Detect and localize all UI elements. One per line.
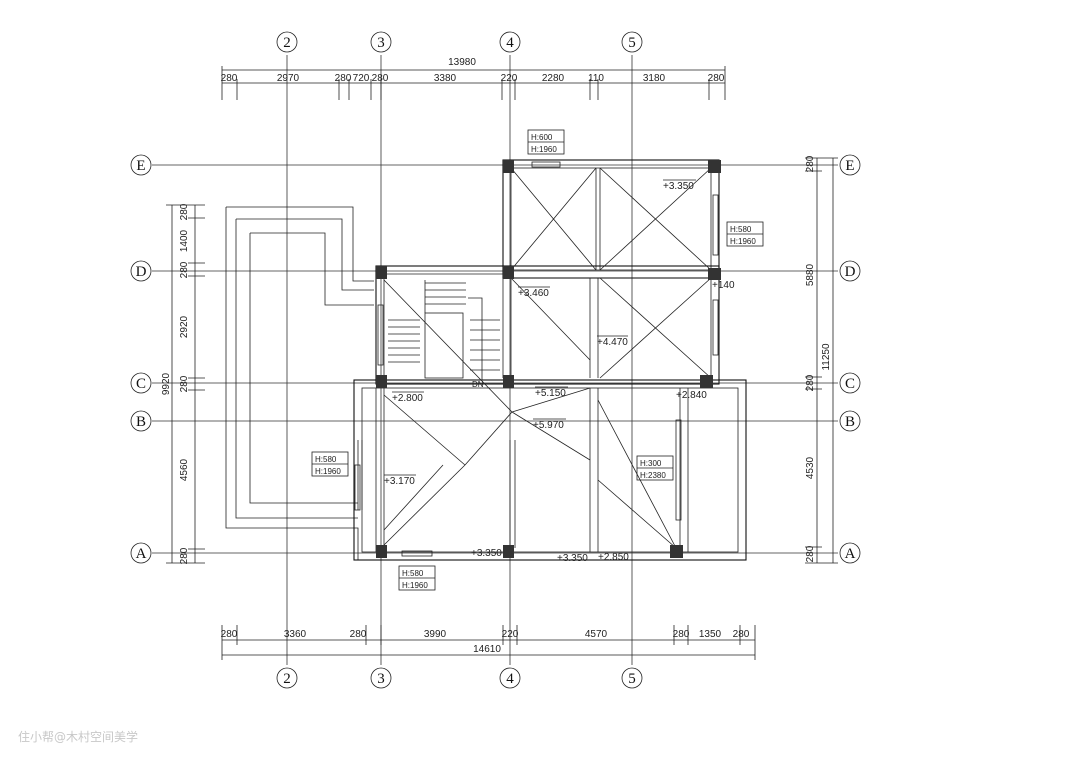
elevation-text: +4.470 xyxy=(597,337,628,348)
dimension-text: 280 xyxy=(179,375,190,392)
dimension-text: 280 xyxy=(335,73,352,84)
left-dimension-chain: 9920 280 1400 280 2920 280 4560 280 xyxy=(161,203,205,564)
axis-label: 4 xyxy=(506,35,514,51)
axis-label: D xyxy=(845,264,856,280)
grid-lines xyxy=(152,55,838,665)
elevation-text: +3.460 xyxy=(518,288,549,299)
dimension-text: 280 xyxy=(221,629,238,640)
elevation-text: +2.840 xyxy=(676,390,707,401)
dimension-text: 11250 xyxy=(821,343,832,371)
dimension-text: 220 xyxy=(502,629,519,640)
axis-label: A xyxy=(845,546,856,562)
dimension-text: 13980 xyxy=(448,57,476,68)
axis-label: E xyxy=(845,158,854,174)
opening-tags: H:600 H:1960 H:580 H:1960 H:580 H:1960 H… xyxy=(311,129,764,591)
dimension-text: 280 xyxy=(179,547,190,564)
dimension-text: 14610 xyxy=(473,644,501,655)
axis-label: C xyxy=(136,376,146,392)
dimension-text: 4560 xyxy=(179,458,190,481)
dimension-text: 9920 xyxy=(161,372,172,395)
opening-tag-text: H:580 xyxy=(730,225,752,234)
elevation-text: +2.800 xyxy=(392,393,423,404)
axis-bubbles-bottom: 2 3 4 5 xyxy=(276,667,643,689)
dimension-text: 3380 xyxy=(434,73,457,84)
building-walls xyxy=(353,159,747,561)
elevation-text: +3.350 xyxy=(663,181,694,192)
axis-label: 3 xyxy=(377,35,385,51)
dimension-text: 4570 xyxy=(585,629,608,640)
dimension-text: 2970 xyxy=(277,73,300,84)
opening-tag-text: H:600 xyxy=(531,133,553,142)
elevation-text: +3.350 xyxy=(557,553,588,564)
elevation-markers: +3.350 +3.460 +4.470 +140 +2.800 +5.150 … xyxy=(384,179,735,564)
dimension-text: 280 xyxy=(805,545,816,562)
elevation-text: +3.170 xyxy=(384,476,415,487)
dimension-text: 3180 xyxy=(643,73,666,84)
axis-label: A xyxy=(136,546,147,562)
axis-bubbles-top: 2 3 4 5 xyxy=(276,31,643,53)
dimension-text: 2280 xyxy=(542,73,565,84)
axis-bubbles-left: E D C B A xyxy=(130,154,152,564)
dimension-text: 280 xyxy=(673,629,690,640)
opening-tag-text: H:1960 xyxy=(402,581,428,590)
dimension-text: 280 xyxy=(372,73,389,84)
dimension-text: 220 xyxy=(501,73,518,84)
top-dimension-chain: 13980 280 2970 280 720 280 3380 220 2280… xyxy=(221,57,726,100)
dimension-text: 4530 xyxy=(805,456,816,479)
dimension-text: 2920 xyxy=(179,315,190,338)
dimension-text: 280 xyxy=(221,73,238,84)
opening-tag-text: H:300 xyxy=(640,459,662,468)
elevation-text: +5.150 xyxy=(535,388,566,399)
staircase: DN xyxy=(388,280,500,389)
axis-label: B xyxy=(136,414,146,430)
axis-label: D xyxy=(136,264,147,280)
dimension-text: 280 xyxy=(350,629,367,640)
windows xyxy=(354,161,719,557)
axis-bubbles-right: E D C B A xyxy=(839,154,861,564)
dimension-text: 5880 xyxy=(805,263,816,286)
axis-label: 2 xyxy=(283,671,291,687)
axis-label: 5 xyxy=(628,671,636,687)
dimension-text: 280 xyxy=(179,203,190,220)
opening-tag-text: H:580 xyxy=(402,569,424,578)
axis-label: E xyxy=(136,158,145,174)
axis-label: 4 xyxy=(506,671,514,687)
right-dimension-chain: 280 5880 280 4530 280 11250 xyxy=(805,155,838,564)
opening-tag-text: H:2380 xyxy=(640,471,666,480)
dimension-text: 3360 xyxy=(284,629,307,640)
dimension-text: 110 xyxy=(588,73,604,84)
dimension-text: 1400 xyxy=(179,229,190,252)
structural-columns xyxy=(376,160,721,558)
dimension-text: 280 xyxy=(805,374,816,391)
dimension-text: 280 xyxy=(708,73,725,84)
axis-label: B xyxy=(845,414,855,430)
bottom-dimension-chain: 280 3360 280 3990 220 4570 280 1350 280 … xyxy=(221,625,756,660)
opening-tag-text: H:1960 xyxy=(730,237,756,246)
axis-label: C xyxy=(845,376,855,392)
opening-tag-text: H:1960 xyxy=(531,145,557,154)
axis-label: 3 xyxy=(377,671,385,687)
dimension-text: 3990 xyxy=(424,629,447,640)
roof-hip-lines xyxy=(383,167,712,549)
dimension-text: 1350 xyxy=(699,629,722,640)
dimension-text: 280 xyxy=(733,629,750,640)
elevation-text: +5.970 xyxy=(533,420,564,431)
terrace-parapet xyxy=(225,206,374,560)
opening-tag-text: H:580 xyxy=(315,455,337,464)
axis-label: 2 xyxy=(283,35,291,51)
opening-tag-text: H:1960 xyxy=(315,467,341,476)
watermark: 住小帮@木村空间美学 xyxy=(18,729,138,744)
elevation-text: +2.850 xyxy=(598,552,629,563)
stair-direction-note: DN xyxy=(472,380,484,389)
dimension-text: 720 xyxy=(353,73,370,84)
elevation-text: +140 xyxy=(712,280,735,291)
dimension-text: 280 xyxy=(179,261,190,278)
axis-label: 5 xyxy=(628,35,636,51)
elevation-text: +3.350 xyxy=(471,548,502,559)
dimension-text: 280 xyxy=(805,155,816,172)
